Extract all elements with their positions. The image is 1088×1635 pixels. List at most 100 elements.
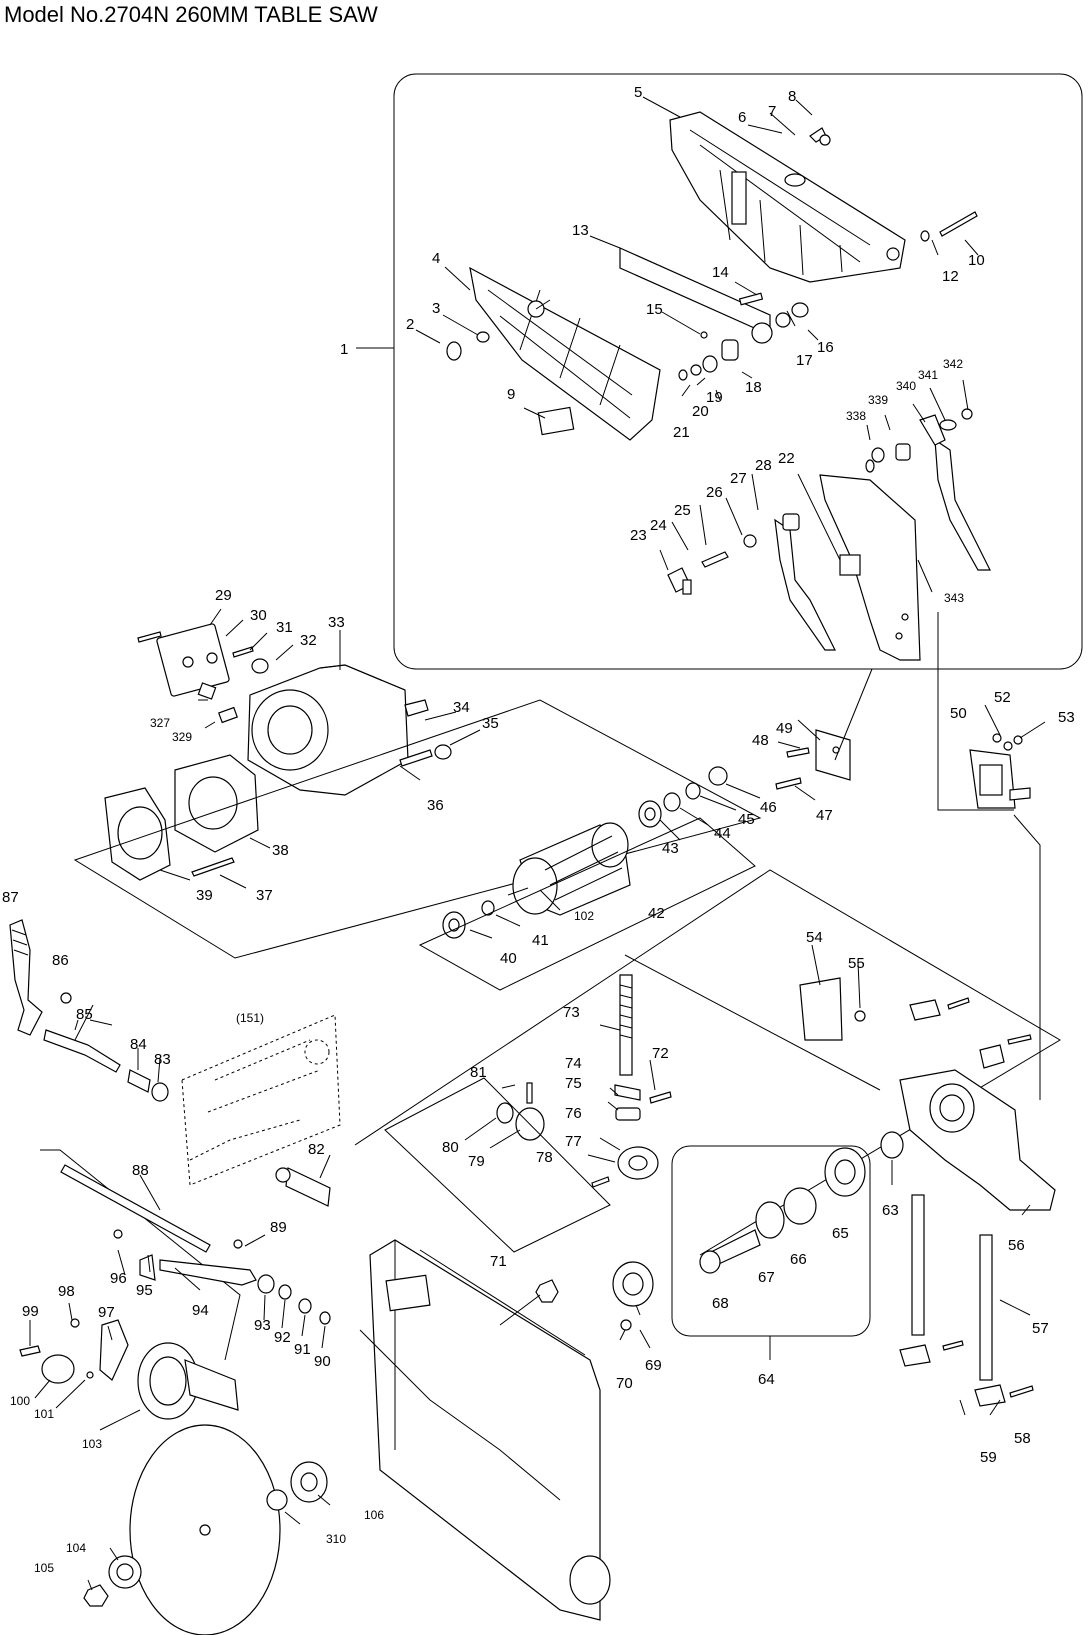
motor-field-baffle [104, 754, 259, 881]
part-label-92: 92 [274, 1329, 291, 1346]
part-label-20: 20 [692, 403, 709, 420]
part-label-7: 7 [768, 103, 776, 120]
part-label-19: 19 [706, 389, 723, 406]
shaft-washers [257, 1274, 331, 1325]
part-label-5: 5 [634, 84, 642, 101]
part-label-327: 327 [150, 716, 170, 730]
part-label-89: 89 [270, 1219, 287, 1236]
blade-guard-group-box [393, 73, 1083, 670]
elevation-shaft [384, 974, 672, 1253]
part-label-91: 91 [294, 1341, 311, 1358]
leader-lines [29, 96, 1046, 1591]
part-label-40: 40 [500, 950, 517, 967]
part-label-50: 50 [950, 705, 967, 722]
part-label-65: 65 [832, 1225, 849, 1242]
switch-bracket [937, 612, 1041, 1100]
part-label-104: 104 [66, 1541, 86, 1555]
guard-fasteners [446, 127, 978, 473]
part-label-101: 101 [34, 1407, 54, 1421]
part-label-76: 76 [565, 1105, 582, 1122]
part-label-41: 41 [532, 932, 549, 949]
part-label-338: 338 [846, 409, 866, 423]
part-label-96: 96 [110, 1270, 127, 1287]
part-label-48: 48 [752, 732, 769, 749]
trunnion-bracket [799, 977, 1056, 1407]
gear-plate [612, 1261, 654, 1331]
part-label-64: 64 [758, 1371, 775, 1388]
part-label-12: 12 [942, 268, 959, 285]
part-label-84: 84 [130, 1036, 147, 1053]
saw-blade [129, 1424, 281, 1635]
part-label-86: 86 [52, 952, 69, 969]
bevel-gear-group-box [671, 1145, 871, 1360]
part-label-31: 31 [276, 619, 293, 636]
part-label-8: 8 [788, 88, 796, 105]
part-label-45: 45 [738, 811, 755, 828]
part-label-342: 342 [943, 357, 963, 371]
part-label-102: 102 [574, 909, 594, 923]
part-label-329: 329 [172, 730, 192, 744]
part-label-90: 90 [314, 1353, 331, 1370]
part-label-10: 10 [968, 252, 985, 269]
part-label-80: 80 [442, 1139, 459, 1156]
inner-flange [266, 1461, 328, 1511]
part-label-28: 28 [755, 457, 772, 474]
part-label-52: 52 [994, 689, 1011, 706]
part-label-30: 30 [250, 607, 267, 624]
part-label-339: 339 [868, 393, 888, 407]
part-labels: 1 2 3 4 5 6 7 8 9 10 12 13 14 15 16 17 1… [2, 84, 1075, 1575]
part-label-16: 16 [817, 339, 834, 356]
blade-flange-nut [83, 1555, 142, 1607]
part-label-3: 3 [432, 300, 440, 317]
part-label-18: 18 [745, 379, 762, 396]
scale-plate-ref [181, 1014, 341, 1186]
part-label-79: 79 [468, 1153, 485, 1170]
part-label-2: 2 [406, 316, 414, 333]
part-label-77: 77 [565, 1133, 582, 1150]
riving-knife-assembly [667, 414, 991, 661]
part-label-78: 78 [536, 1149, 553, 1166]
part-label-72: 72 [652, 1045, 669, 1062]
part-label-23: 23 [630, 527, 647, 544]
part-label-341: 341 [918, 368, 938, 382]
part-label-95: 95 [136, 1282, 153, 1299]
part-label-54: 54 [806, 929, 823, 946]
part-label-37: 37 [256, 887, 273, 904]
part-label-75: 75 [565, 1075, 582, 1092]
part-label-26: 26 [706, 484, 723, 501]
part-label-43: 43 [662, 840, 679, 857]
part-label-74: 74 [565, 1055, 582, 1072]
part-label-310: 310 [326, 1532, 346, 1546]
part-label-56: 56 [1008, 1237, 1025, 1254]
gear-housing [359, 1239, 611, 1621]
part-label-39: 39 [196, 887, 213, 904]
part-label-24: 24 [650, 517, 667, 534]
part-label-151: (151) [236, 1011, 264, 1025]
part-label-99: 99 [22, 1303, 39, 1320]
part-label-14: 14 [712, 264, 729, 281]
part-label-17: 17 [796, 352, 813, 369]
part-label-100: 100 [10, 1394, 30, 1408]
part-label-97: 97 [98, 1304, 115, 1321]
part-label-88: 88 [132, 1162, 149, 1179]
part-label-103: 103 [82, 1437, 102, 1451]
part-label-46: 46 [760, 799, 777, 816]
part-label-25: 25 [674, 502, 691, 519]
motor-housing [137, 623, 452, 796]
part-label-67: 67 [758, 1269, 775, 1286]
part-label-6: 6 [738, 109, 746, 126]
part-label-98: 98 [58, 1283, 75, 1300]
part-label-9: 9 [507, 386, 515, 403]
page-title: Model No.2704N 260MM TABLE SAW [4, 2, 378, 27]
part-label-105: 105 [34, 1561, 54, 1575]
part-label-21: 21 [673, 424, 690, 441]
part-label-22: 22 [778, 450, 795, 467]
part-label-343: 343 [944, 591, 964, 605]
part-label-63: 63 [882, 1202, 899, 1219]
part-label-1: 1 [340, 341, 348, 358]
part-label-106: 106 [364, 1508, 384, 1522]
part-label-59: 59 [980, 1449, 997, 1466]
part-label-68: 68 [712, 1295, 729, 1312]
part-label-57: 57 [1032, 1320, 1049, 1337]
